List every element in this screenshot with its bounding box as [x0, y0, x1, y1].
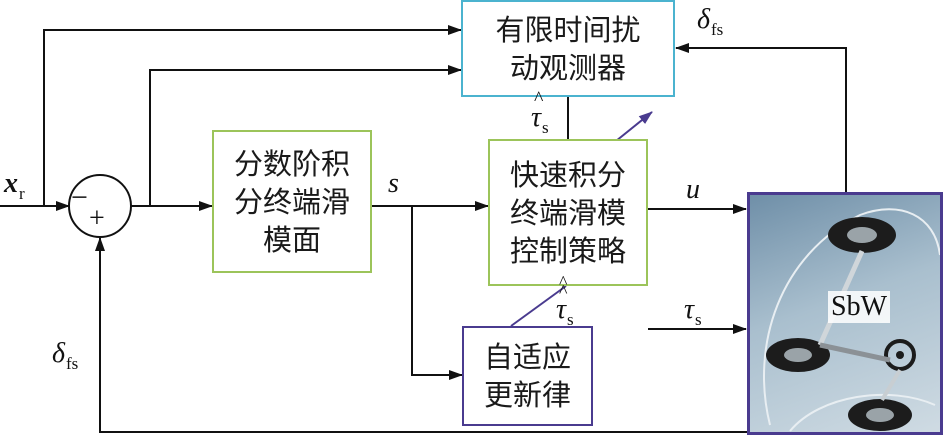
- wire-feedback-to-sum: [95, 237, 747, 433]
- sum-minus-sign: −: [71, 181, 88, 214]
- wire-plant-to-observer: [675, 43, 847, 192]
- steering-wheel-icon: [884, 339, 916, 371]
- sbw-label: SbW: [828, 291, 890, 323]
- wheel-icon: [848, 399, 912, 431]
- steering-system-illustration: [763, 208, 940, 432]
- signal-delta-fs-top: δfs: [697, 4, 724, 39]
- wire-error-to-observer: [149, 65, 462, 206]
- control-strategy-block: 快速积分 终端滑模 控制策略: [488, 139, 648, 286]
- sum-plus-sign: +: [89, 203, 105, 234]
- wire-xr-to-observer: [43, 25, 462, 206]
- wire-adaptive-to-control: [510, 285, 567, 327]
- wheel-icon: [766, 338, 830, 372]
- sliding-surface-line-3: 模面: [262, 222, 321, 257]
- finite-time-observer-block: 有限时间扰 动观测器: [461, 0, 675, 97]
- signal-tau-double-hat: τs: [556, 272, 574, 330]
- control-strategy-line-3: 控制策略: [509, 233, 626, 268]
- signal-u: u: [686, 174, 700, 205]
- wheel-icon: [828, 217, 896, 253]
- adaptive-law-block: 自适应 更新律: [462, 326, 593, 426]
- sliding-surface-line-2: 分终端滑: [233, 184, 350, 219]
- finite-time-observer-line-2: 动观测器: [509, 50, 626, 85]
- control-strategy-line-1: 快速积分: [509, 157, 626, 192]
- adaptive-law-line-2: 更新律: [483, 378, 571, 412]
- signal-s: s: [388, 168, 399, 199]
- signal-xr: xr: [4, 168, 25, 203]
- adaptive-law-line-1: 自适应: [483, 340, 571, 374]
- sliding-surface-block: 分数阶积 分终端滑 模面: [212, 130, 372, 273]
- adaptation-arrow: [615, 111, 653, 142]
- signal-tau-s: τs: [684, 294, 702, 329]
- sbw-plant: SbW: [747, 192, 943, 435]
- finite-time-observer-line-1: 有限时间扰: [495, 12, 641, 47]
- signal-delta-fs-left: δfs: [52, 338, 79, 373]
- sliding-surface-line-1: 分数阶积: [233, 146, 350, 181]
- summing-junction: [68, 174, 132, 238]
- control-strategy-line-2: 终端滑模: [509, 195, 626, 230]
- wire-s-to-adaptive: [411, 206, 463, 380]
- signal-tau-hat: τs: [531, 88, 549, 138]
